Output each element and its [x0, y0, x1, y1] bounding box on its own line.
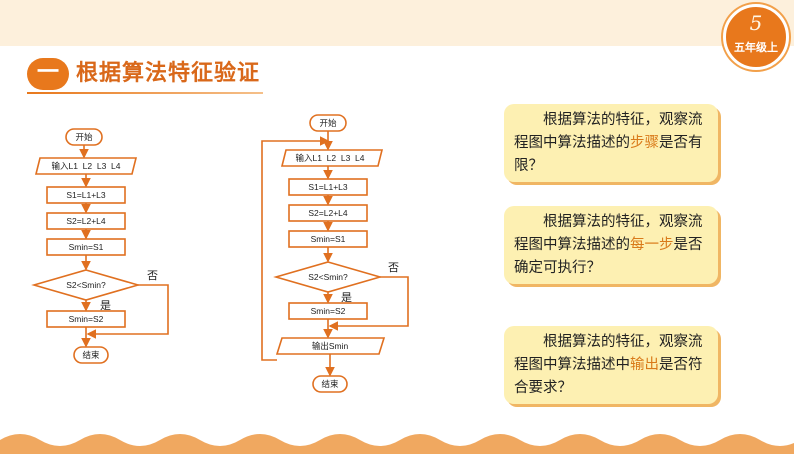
- right-input-label: 输入L1 L2 L3 L4: [296, 153, 365, 163]
- right-end-label: 结束: [321, 379, 339, 389]
- card-3-highlight: 输出: [630, 357, 659, 373]
- question-card-3: 根据算法的特征，观察流程图中算法描述中输出是否符合要求？: [504, 326, 718, 404]
- right-output-label: 输出Smin: [312, 341, 349, 351]
- left-arrows: [79, 145, 169, 348]
- right-output-node: [275, 337, 386, 355]
- left-start-label: 开始: [75, 132, 93, 142]
- card-1-highlight: 步骤: [630, 135, 659, 151]
- right-input-node: [280, 149, 384, 167]
- right-no-label: 否: [388, 262, 399, 274]
- card-2-pre: 根据算法的特征，观察流程图中算法描述的: [514, 214, 703, 253]
- footer-band: [0, 430, 794, 454]
- card-3-post: 是否符合要求？: [514, 357, 703, 396]
- left-input-label: 输入L1 L2 L3 L4: [52, 161, 121, 171]
- flowchart-left: [31, 128, 169, 364]
- question-card-2: 根据算法的特征，观察流程图中算法描述的每一步是否确定可执行？: [504, 206, 718, 284]
- right-assign-label: Smin=S2: [311, 306, 346, 316]
- card-3-text: 根据算法的特征，观察流程图中算法描述中输出是否符合要求？: [514, 331, 710, 400]
- left-s2-label: S2=L2+L4: [66, 216, 106, 226]
- right-start-label: 开始: [319, 118, 337, 128]
- left-input-node: [34, 157, 138, 175]
- left-s1-label: S1=L1+L3: [66, 190, 106, 200]
- card-2-post: 是否确定可执行？: [514, 237, 703, 276]
- header-band: [0, 0, 794, 46]
- footer-wave: [0, 430, 794, 446]
- right-s2-label: S2=L2+L4: [308, 208, 348, 218]
- right-smin-label: Smin=S1: [311, 234, 346, 244]
- left-yes-label: 是: [100, 299, 111, 312]
- badge-grade: 五年级上: [734, 41, 778, 54]
- card-2-text: 根据算法的特征，观察流程图中算法描述的每一步是否确定可执行？: [514, 211, 710, 280]
- right-labels: 开始 输入L1 L2 L3 L4 S1=L1+L3 S2=L2+L4 Smin=…: [296, 118, 400, 389]
- right-arrows: [261, 131, 409, 377]
- left-smin-label: Smin=S1: [69, 242, 104, 252]
- card-1-post: 是否有限？: [514, 135, 703, 174]
- left-end-label: 结束: [82, 350, 100, 360]
- card-3-pre: 根据算法的特征，观察流程图中算法描述中: [514, 334, 703, 373]
- right-yes-label: 是: [341, 291, 352, 304]
- left-end-node: [73, 346, 109, 364]
- section-underline: [27, 92, 263, 94]
- left-no-label: 否: [147, 270, 158, 282]
- section-number: 一: [27, 58, 69, 90]
- card-1-text: 根据算法的特征，观察流程图中算法描述的步骤是否有限？: [514, 109, 710, 178]
- section-title: 根据算法特征验证: [76, 61, 261, 86]
- left-labels: 开始 输入L1 L2 L3 L4 S1=L1+L3 S2=L2+L4 Smin=…: [52, 132, 159, 360]
- flowchart-right: [261, 114, 409, 393]
- card-1-pre: 根据算法的特征，观察流程图中算法描述的: [514, 112, 703, 151]
- left-cond-label: S2<Smin?: [66, 280, 106, 290]
- right-s1-label: S1=L1+L3: [308, 182, 348, 192]
- badge-number: 5: [749, 11, 763, 35]
- right-cond-label: S2<Smin?: [308, 272, 348, 282]
- grade-badge: 5 五年级上: [723, 4, 789, 70]
- left-assign-label: Smin=S2: [69, 314, 104, 324]
- card-2-highlight: 每一步: [630, 237, 674, 253]
- question-card-1: 根据算法的特征，观察流程图中算法描述的步骤是否有限？: [504, 104, 718, 182]
